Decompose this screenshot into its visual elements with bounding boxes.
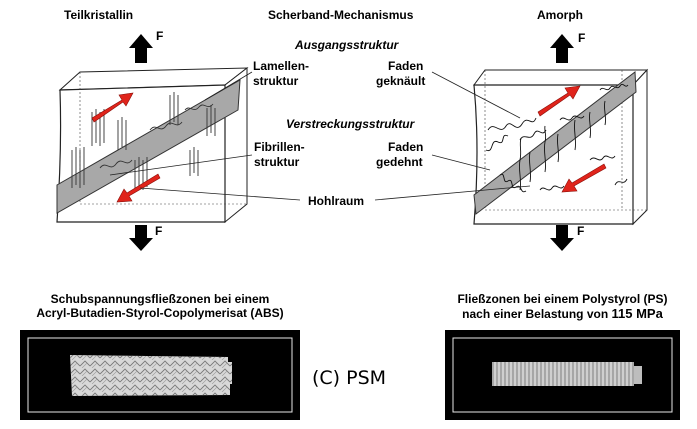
left-shear-arrow-up — [91, 92, 134, 123]
caption-abs-line1: Schubspannungsfließzonen bei einem — [50, 292, 270, 306]
center-label-psm: (C) PSM — [312, 367, 387, 389]
right-shear-arrow-down — [561, 163, 607, 193]
caption-ps-line2: nach einer Belastung von 115 MPa — [430, 307, 695, 321]
left-shear-band — [56, 79, 241, 214]
callout-faden-ged-2: gedehnt — [376, 155, 423, 169]
title-teilkristallin: Teilkristallin — [64, 8, 134, 22]
callout-faden-ged-1: Faden — [388, 140, 424, 154]
right-shear-arrow-up — [537, 85, 581, 117]
title-center: Scherband-Mechanismus — [268, 8, 414, 22]
right-shear-band — [473, 71, 637, 215]
ps-photo — [445, 330, 680, 420]
callout-lamellen-2: struktur — [253, 74, 299, 88]
left-shear-arrow-down — [116, 173, 161, 203]
callout-lamellen-1: Lamellen- — [253, 59, 310, 73]
left-lamellae — [71, 92, 216, 190]
caption-abs-line2: Acryl-Butadien-Styrol-Copolymerisat (ABS… — [36, 306, 284, 320]
label-ausgangsstruktur: Ausgangsstruktur — [295, 38, 399, 52]
right-stretched-chains — [518, 100, 607, 191]
right-force-arrow-up — [550, 34, 574, 63]
callout-faden-gekn-2: geknäult — [376, 74, 426, 88]
caption-ps-line1: Fließzonen bei einem Polystyrol (PS) — [457, 292, 668, 306]
force-label-right-bottom: F — [577, 224, 585, 238]
force-label-right-top: F — [578, 31, 586, 45]
caption-ps-value: 115 MPa — [611, 306, 663, 321]
force-label-left-top: F — [156, 29, 164, 43]
callout-fibrillen-2: struktur — [254, 155, 300, 169]
right-force-arrow-down — [550, 225, 574, 251]
title-amorph: Amorph — [537, 8, 583, 22]
abs-photo — [20, 330, 300, 420]
left-force-arrow-down — [129, 225, 153, 251]
callout-faden-gekn-1: Faden — [388, 59, 424, 73]
callout-hohlraum: Hohlraum — [308, 194, 365, 208]
caption-ps-line2-prefix: nach einer Belastung von — [462, 307, 612, 321]
right-coils — [485, 83, 629, 193]
callout-fibrillen-1: Fibrillen- — [254, 140, 305, 154]
callout-lines — [109, 71, 531, 201]
label-verstreckungsstruktur: Verstreckungsstruktur — [286, 117, 415, 131]
left-force-arrow-up — [129, 34, 153, 63]
force-label-left-bottom: F — [155, 224, 163, 238]
